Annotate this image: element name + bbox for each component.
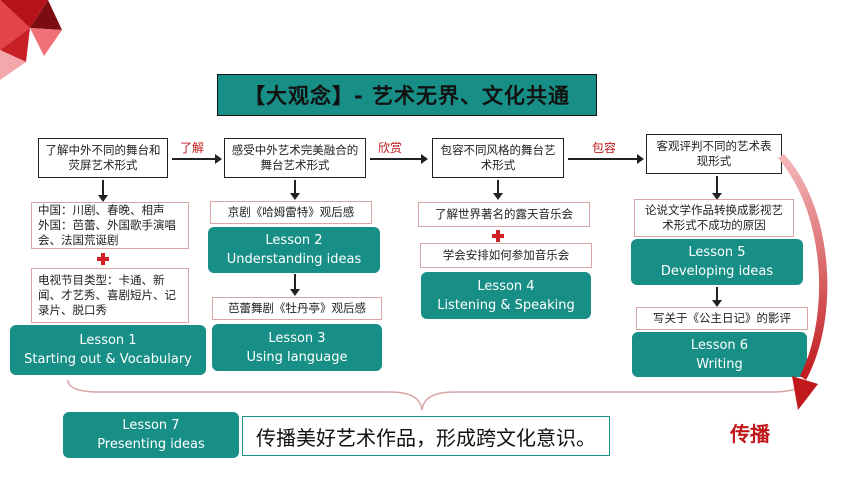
- detail-box-4b: 写关于《公主日记》的影评: [636, 307, 808, 330]
- detail-box-4a: 论说文学作品转换成影视艺术形式不成功的原因: [634, 199, 794, 237]
- detail-text-1a: 中国：川剧、春晚、相声 外国：芭蕾、外国歌手演唱会、法国荒诞剧: [38, 203, 176, 247]
- spread-label: 传播: [730, 422, 770, 446]
- lesson-7-card[interactable]: Lesson 7 Presenting ideas: [63, 412, 239, 458]
- detail-text-4b: 写关于《公主日记》的影评: [653, 311, 791, 325]
- lesson-name: Developing ideas: [660, 264, 774, 279]
- detail-text-2a: 京剧《哈姆雷特》观后感: [227, 205, 355, 219]
- detail-box-2b: 芭蕾舞剧《牡丹亭》观后感: [212, 297, 382, 320]
- lesson-number: Lesson 3: [268, 330, 326, 346]
- relation-label-3: 包容: [592, 141, 617, 155]
- lesson-3-card[interactable]: Lesson 3 Using language: [212, 324, 382, 371]
- lesson-number: Lesson 2: [265, 233, 323, 248]
- lesson-1-card[interactable]: Lesson 1 Starting out & Vocabulary: [10, 325, 206, 375]
- lesson-name: Writing: [696, 356, 743, 372]
- decorative-corner-graphic: [0, 0, 62, 80]
- detail-text-3a: 了解世界著名的露天音乐会: [435, 207, 573, 221]
- goal-text-4: 客观评判不同的艺术表现形式: [656, 139, 772, 168]
- arrow-down: [493, 180, 503, 200]
- detail-box-3a: 了解世界著名的露天音乐会: [418, 202, 590, 227]
- detail-text-1b: 电视节目类型：卡通、新闻、才艺秀、喜剧短片、记录片、脱口秀: [38, 273, 176, 317]
- goal-text-1: 了解中外不同的舞台和荧屏艺术形式: [45, 143, 161, 172]
- goal-box-2: 感受中外艺术完美融合的舞台艺术形式: [224, 138, 366, 178]
- title-banner: 【大观念】- 艺术无界、文化共通: [217, 74, 597, 116]
- arrow-down: [712, 287, 722, 307]
- page-title: 【大观念】- 艺术无界、文化共通: [243, 84, 571, 108]
- detail-text-3b: 学会安排如何参加音乐会: [442, 248, 570, 262]
- detail-box-2a: 京剧《哈姆雷特》观后感: [210, 201, 372, 224]
- relation-label-1: 了解: [180, 141, 205, 155]
- lesson-number: Lesson 7: [122, 418, 180, 433]
- arrow-down: [290, 180, 300, 200]
- lesson-number: Lesson 6: [690, 337, 749, 353]
- arrow-down: [98, 180, 108, 202]
- lesson-name: Presenting ideas: [97, 437, 205, 452]
- lesson-6-card[interactable]: Lesson 6 Writing: [632, 332, 807, 377]
- detail-box-1b: 电视节目类型：卡通、新闻、才艺秀、喜剧短片、记录片、脱口秀: [31, 268, 189, 323]
- plus-icon: [492, 230, 504, 242]
- arrow-down: [290, 274, 300, 296]
- arrow-right: [370, 155, 428, 163]
- lesson-number: Lesson 5: [688, 245, 746, 260]
- bottom-brace: [67, 379, 805, 411]
- summary-text: 传播美好艺术作品，形成跨文化意识。: [256, 425, 596, 450]
- lesson-number: Lesson 1: [79, 333, 137, 348]
- goal-text-2: 感受中外艺术完美融合的舞台艺术形式: [231, 143, 359, 172]
- goal-box-1: 了解中外不同的舞台和荧屏艺术形式: [38, 138, 168, 178]
- lesson-2-card[interactable]: Lesson 2 Understanding ideas: [208, 227, 380, 273]
- arrow-right: [568, 155, 644, 163]
- goal-box-4: 客观评判不同的艺术表现形式: [646, 134, 782, 174]
- lesson-4-card[interactable]: Lesson 4 Listening & Speaking: [421, 272, 591, 319]
- detail-box-1a: 中国：川剧、春晚、相声 外国：芭蕾、外国歌手演唱会、法国荒诞剧: [31, 202, 189, 249]
- lesson-name: Using language: [246, 349, 348, 365]
- goal-box-3: 包容不同风格的舞台艺术形式: [432, 138, 564, 178]
- lesson-name: Starting out & Vocabulary: [24, 352, 192, 367]
- arrow-right: [172, 155, 222, 163]
- lesson-number: Lesson 4: [477, 278, 535, 294]
- lesson-name: Understanding ideas: [226, 252, 362, 267]
- relation-label-2: 欣赏: [378, 141, 403, 155]
- summary-statement: 传播美好艺术作品，形成跨文化意识。: [242, 416, 610, 456]
- lesson-5-card[interactable]: Lesson 5 Developing ideas: [631, 239, 803, 285]
- plus-icon: [97, 253, 109, 265]
- curved-spread-arrow: [778, 154, 828, 410]
- goal-text-3: 包容不同风格的舞台艺术形式: [440, 143, 556, 172]
- arrow-down: [712, 176, 722, 200]
- detail-text-4a: 论说文学作品转换成影视艺术形式不成功的原因: [645, 203, 783, 232]
- detail-box-3b: 学会安排如何参加音乐会: [420, 243, 592, 268]
- detail-text-2b: 芭蕾舞剧《牡丹亭》观后感: [228, 301, 366, 315]
- lesson-name: Listening & Speaking: [437, 297, 575, 313]
